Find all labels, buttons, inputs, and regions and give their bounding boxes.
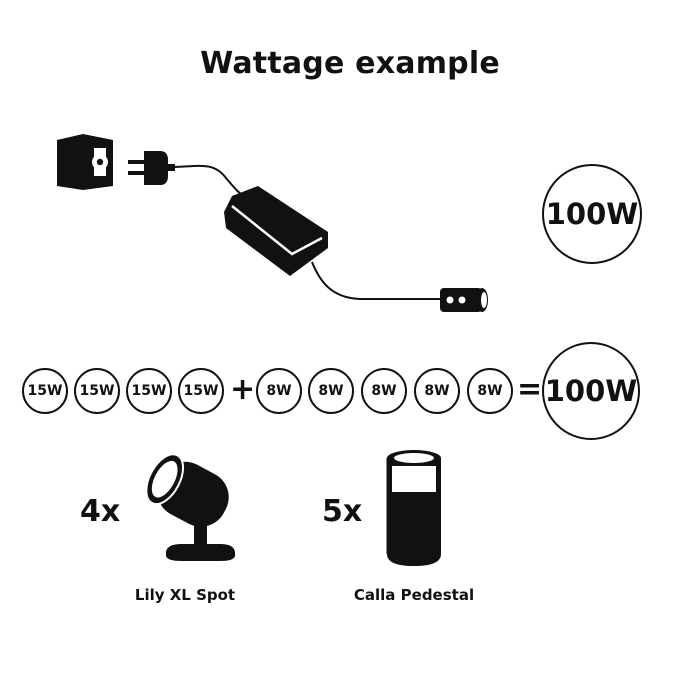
pedestal-wattage-label: 8W [318,383,344,399]
spot-wattage-label: 15W [183,383,219,399]
spot-wattage-label: 15W [79,383,115,399]
spot-count: 4x [80,494,121,529]
spot-wattage-circle: 15W [74,368,120,414]
pedestal-wattage-circle: 8W [308,368,354,414]
page-title: Wattage example [200,46,500,81]
pedestal-wattage-label: 8W [371,383,397,399]
total-wattage-label: 100W [544,374,638,408]
equals-sign: = [517,372,543,407]
pedestal-wattage-label: 8W [477,383,503,399]
pedestal-product-name: Calla Pedestal [353,586,475,604]
pedestal-wattage-circle: 8W [256,368,302,414]
wall-socket-icon [57,134,113,190]
pedestal-wattage-circle: 8W [414,368,460,414]
spot-wattage-circle: 15W [178,368,224,414]
pedestal-wattage-label: 8W [424,383,450,399]
plug-icon [128,151,175,185]
pedestal-wattage-label: 8W [266,383,292,399]
total-wattage-circle-top: 100W [542,164,642,264]
pedestal-light-icon [386,450,441,566]
connector-icon [440,288,488,312]
pedestal-count: 5x [322,494,363,529]
plus-sign: + [230,372,256,407]
spotlight-icon [145,453,235,561]
spot-product-name: Lily XL Spot [134,586,236,604]
pedestal-wattage-circle: 8W [467,368,513,414]
pedestal-wattage-circle: 8W [361,368,407,414]
spot-wattage-circle: 15W [126,368,172,414]
spot-wattage-circle: 15W [22,368,68,414]
spot-wattage-label: 15W [131,383,167,399]
power-supply-icon [224,186,328,276]
total-wattage-circle: 100W [542,342,640,440]
spot-wattage-label: 15W [27,383,63,399]
total-wattage-top-label: 100W [545,197,639,231]
